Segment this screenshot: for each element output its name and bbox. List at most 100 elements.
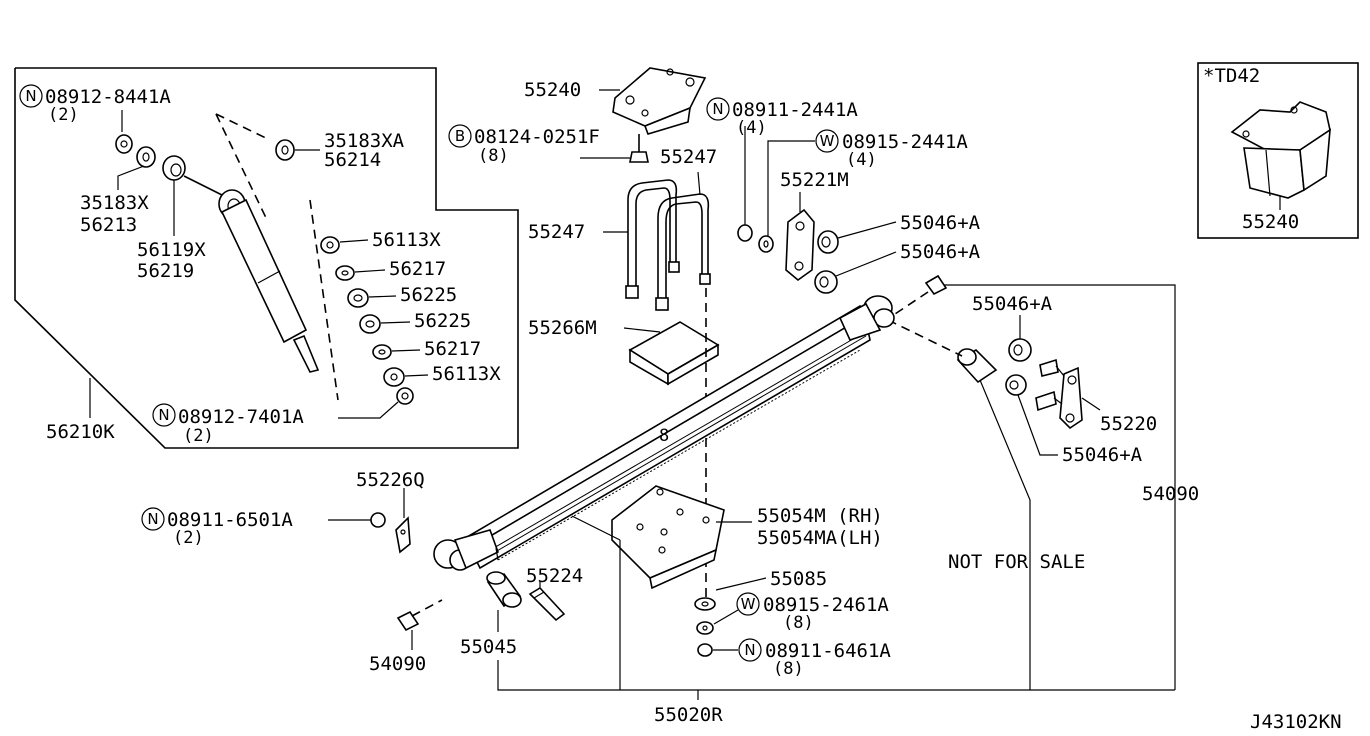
nut-08912-7401a <box>396 387 414 405</box>
callout-08911-2441a[interactable]: N 08911-2441A (4) <box>706 97 858 138</box>
label-55240: 55240 <box>524 79 581 101</box>
svg-text:N: N <box>744 641 755 659</box>
label-56213: 56213 <box>80 214 137 236</box>
shackle-plate-55221m <box>785 208 815 282</box>
washer-56217-b <box>372 344 392 360</box>
label-55054m: 55054M (RH) <box>757 505 883 527</box>
bracket-54090-right <box>924 274 948 296</box>
spring-eye-bushing <box>956 348 998 384</box>
washer-56113x-a <box>320 236 340 254</box>
nut-08911-6501a <box>370 512 386 528</box>
callout-08911-6501a[interactable]: N 08911-6501A (2) <box>141 507 293 548</box>
not-for-sale-label: NOT FOR SALE <box>948 551 1085 573</box>
callout-08915-2441a[interactable]: W 08915-2441A (4) <box>815 129 968 170</box>
inset-title: *TD42 <box>1203 65 1260 87</box>
label-55220: 55220 <box>1100 413 1157 435</box>
nut-08911-6461a <box>697 643 713 657</box>
label-55046a-4: 55046+A <box>1062 444 1143 466</box>
label-56217-a: 56217 <box>389 258 446 280</box>
td42-inset: *TD42 55240 <box>1197 62 1359 239</box>
bolt-55224 <box>528 586 566 622</box>
label-55226q: 55226Q <box>356 469 425 491</box>
bushing-55045 <box>486 571 522 608</box>
bracket-55226q <box>395 516 411 554</box>
label-55266m: 55266M <box>528 317 597 339</box>
bushing-56225-a <box>347 288 369 308</box>
svg-text:08915-2441A: 08915-2441A <box>842 131 968 153</box>
bushing-55046a-4 <box>1005 374 1027 396</box>
bushing-part <box>162 155 186 181</box>
bracket-54090-left <box>396 610 420 632</box>
spacer-55266m <box>628 321 720 386</box>
svg-text:(8): (8) <box>783 613 814 633</box>
label-55247-b: 55247 <box>528 221 585 243</box>
label-55046a-3: 55046+A <box>972 293 1053 315</box>
bump-stopper-td42 <box>1230 101 1331 199</box>
bushing-55046a-3 <box>1008 338 1032 362</box>
diagram-id: J43102KN <box>1250 711 1342 733</box>
label-55224: 55224 <box>526 565 583 587</box>
svg-text:08911-2441A: 08911-2441A <box>732 99 858 121</box>
svg-text:(2): (2) <box>173 528 204 548</box>
label-55054ma: 55054MA(LH) <box>757 527 883 549</box>
svg-text:B: B <box>455 127 465 145</box>
label-56214: 56214 <box>324 149 381 171</box>
callout-08124-0251f[interactable]: B 08124-0251F (8) <box>448 124 600 166</box>
bolt-08124-0251f <box>629 134 649 163</box>
shackle-55220 <box>1035 358 1083 430</box>
u-bolt-55247 <box>625 179 711 311</box>
callout-08915-2461a[interactable]: W 08915-2461A (8) <box>736 592 889 633</box>
washer-part <box>136 146 156 168</box>
callout-08912-8441a[interactable]: N 08912-8441A (2) <box>19 84 171 125</box>
nut-part <box>115 134 133 154</box>
shock-absorber-group-outline <box>14 67 519 449</box>
label-56225-a: 56225 <box>400 284 457 306</box>
svg-text:(8): (8) <box>773 659 804 679</box>
shock-absorber <box>183 175 320 373</box>
inset-part-label: 55240 <box>1242 211 1299 233</box>
callout-08911-6461a[interactable]: N 08911-6461A (8) <box>738 638 891 679</box>
svg-text:N: N <box>147 510 158 528</box>
label-55046a-2: 55046+A <box>900 241 981 263</box>
label-56119x: 56119X <box>137 239 206 261</box>
bushing-55046a-1 <box>817 230 839 254</box>
label-55020r: 55020R <box>654 704 723 726</box>
washer-56113x-b <box>383 367 405 387</box>
label-55046a-1: 55046+A <box>900 212 981 234</box>
svg-text:(4): (4) <box>846 150 877 170</box>
svg-text:N: N <box>158 406 169 424</box>
label-54090-right: 54090 <box>1142 483 1199 505</box>
label-56219: 56219 <box>137 260 194 282</box>
svg-text:08915-2461A: 08915-2461A <box>763 594 889 616</box>
svg-text:N: N <box>25 87 36 105</box>
svg-text:W: W <box>820 132 835 150</box>
label-56113x-a: 56113X <box>372 229 441 251</box>
svg-text:(8): (8) <box>478 146 509 166</box>
svg-text:W: W <box>741 595 756 613</box>
label-56210k: 56210K <box>46 421 115 443</box>
label-35183xa: 35183XA <box>324 130 405 152</box>
svg-text:(2): (2) <box>48 105 79 125</box>
svg-text:(2): (2) <box>183 426 214 446</box>
label-55085: 55085 <box>770 568 827 590</box>
label-56113x-b: 56113X <box>432 363 501 385</box>
label-35183x: 35183X <box>80 192 149 214</box>
label-55221m: 55221M <box>780 169 849 191</box>
svg-text:08912-8441A: 08912-8441A <box>45 86 171 108</box>
label-55045: 55045 <box>460 636 517 658</box>
washer-shackle <box>758 235 774 253</box>
callout-08912-7401a[interactable]: N 08912-7401A (2) <box>152 403 304 446</box>
label-55247-a: 55247 <box>660 146 717 168</box>
spring-seat-55054m <box>611 485 725 590</box>
svg-text:08911-6501A: 08911-6501A <box>167 509 293 531</box>
label-54090-left: 54090 <box>369 653 426 675</box>
bushing-56225-b <box>359 314 381 334</box>
nut-shackle <box>737 224 753 242</box>
bump-stopper-55240 <box>612 67 707 135</box>
svg-text:08911-6461A: 08911-6461A <box>765 640 891 662</box>
washer-08915-2461a <box>696 621 714 635</box>
spring-mark: 8 <box>659 426 669 446</box>
label-56225-b: 56225 <box>414 310 471 332</box>
svg-text:08912-7401A: 08912-7401A <box>178 406 304 428</box>
